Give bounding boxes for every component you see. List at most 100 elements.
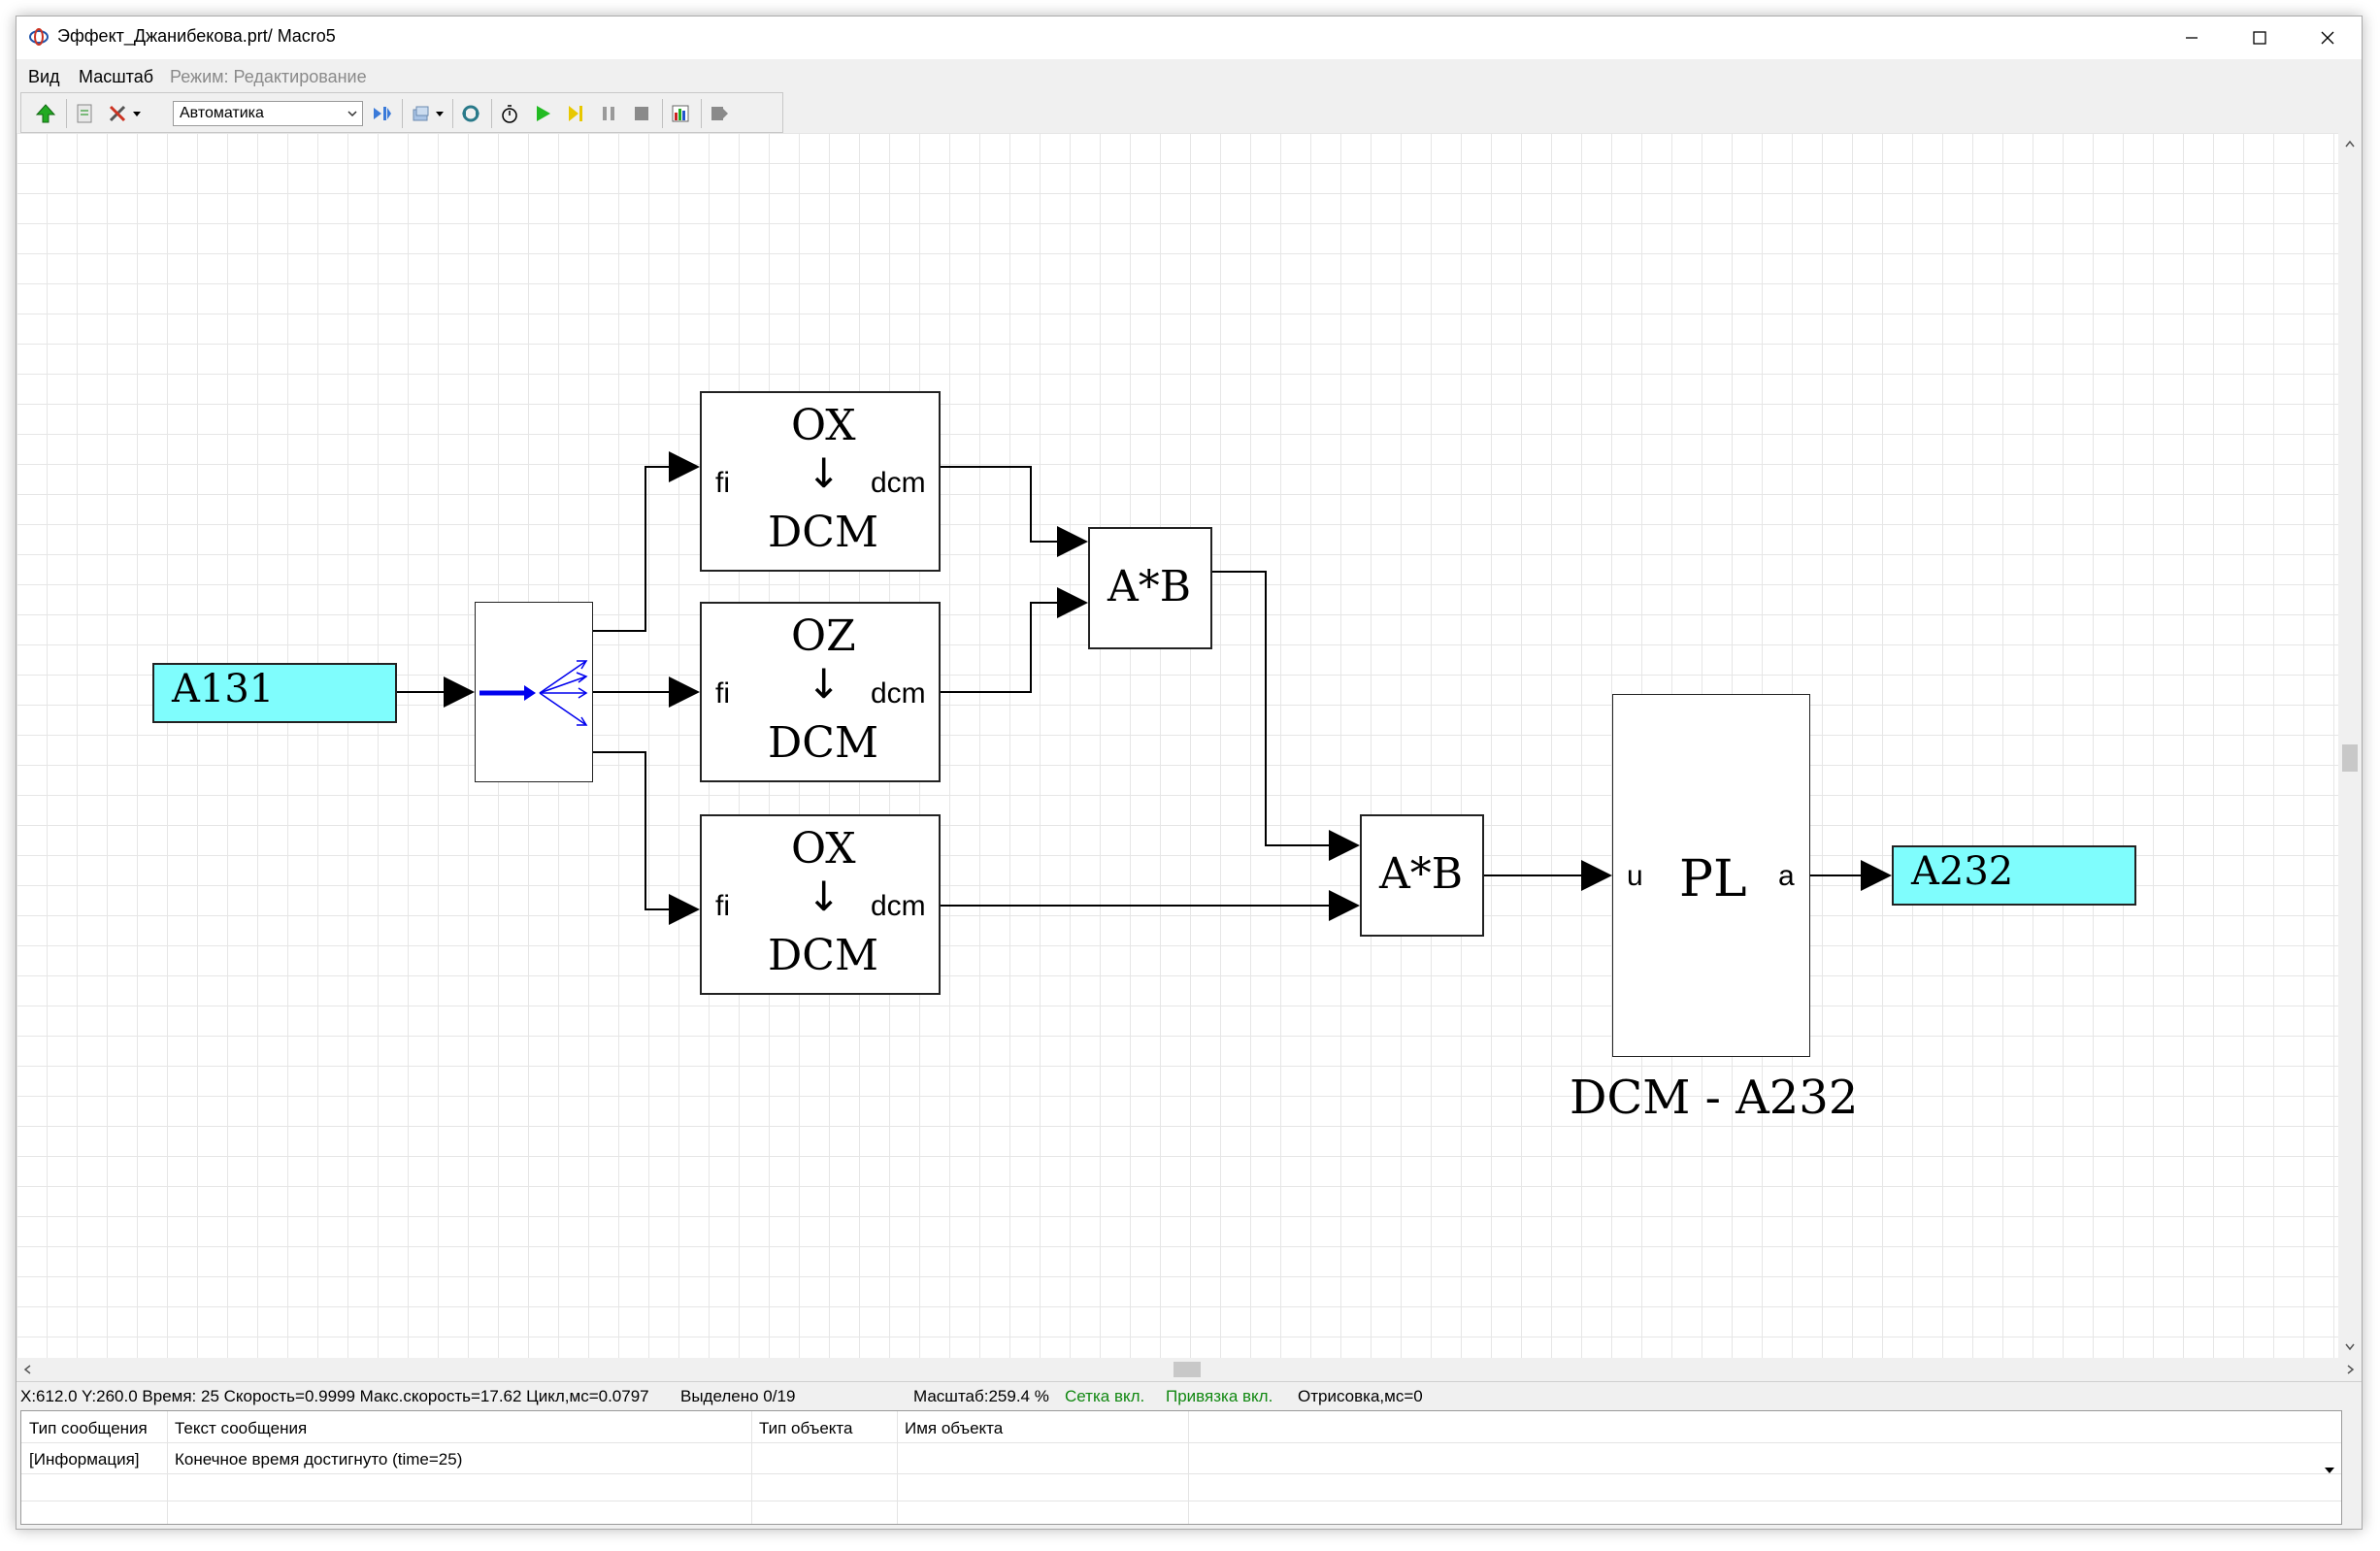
upload-button[interactable] (33, 101, 58, 126)
document-button[interactable] (72, 101, 97, 126)
scroll-left-icon[interactable] (22, 1364, 32, 1375)
vertical-scrollbar[interactable] (2338, 133, 2362, 1358)
scroll-down-icon[interactable] (2344, 1342, 2356, 1352)
app-window: Эффект_Джанибекова.prt/ Macro5 Вид Масшт… (16, 16, 2363, 1530)
step-to-button[interactable] (369, 101, 394, 126)
status-coords: X:612.0 Y:260.0 Время: 25 Скорость=0.999… (20, 1387, 649, 1405)
status-snap[interactable]: Привязка вкл. (1166, 1387, 1273, 1405)
horizontal-scroll-thumb[interactable] (1173, 1362, 1201, 1377)
converter-block-oz[interactable]: OZ ↓ DCM fi dcm (700, 602, 941, 782)
title-bar: Эффект_Джанибекова.prt/ Macro5 (17, 16, 2362, 59)
solver-select[interactable]: Автоматика (173, 101, 363, 126)
status-render: Отрисовка,мс=0 (1298, 1387, 1423, 1405)
arrow-head (669, 676, 700, 708)
status-grid[interactable]: Сетка вкл. (1065, 1387, 1145, 1405)
document-icon (77, 104, 92, 123)
chevron-down-icon (133, 112, 141, 116)
stop-button[interactable] (629, 101, 654, 126)
vertical-scroll-thumb[interactable] (2342, 744, 2358, 772)
down-arrow-icon: ↓ (807, 449, 842, 497)
minimize-icon (2186, 37, 2198, 39)
converter-block-ox-2[interactable]: OX ↓ DCM fi dcm (700, 814, 941, 995)
converter-bottom-label: DCM (768, 931, 878, 980)
column-header-message-type[interactable]: Тип сообщения (29, 1419, 148, 1437)
arrow-head (444, 676, 475, 708)
arrow-head (1581, 860, 1612, 891)
column-header-object-name[interactable]: Имя объекта (905, 1419, 1004, 1437)
tools-icon (109, 105, 126, 122)
layers-button[interactable] (408, 101, 433, 126)
message-panel: Тип сообщения Текст сообщения Тип объект… (20, 1410, 2342, 1525)
timer-button[interactable] (497, 101, 522, 126)
multiplier-label: A*B (1379, 849, 1464, 899)
scroll-right-icon[interactable] (2346, 1364, 2356, 1375)
play-icon (537, 106, 550, 121)
pl-block[interactable]: PL u a (1612, 694, 1810, 1057)
output-block-a232[interactable]: A232 (1892, 845, 2136, 906)
stopwatch-icon (502, 105, 517, 123)
export-button[interactable] (707, 101, 732, 126)
port-fi: fi (715, 677, 730, 710)
port-fi: fi (715, 890, 730, 922)
converter-bottom-label: DCM (768, 508, 878, 557)
panel-scroll-down-icon[interactable] (2324, 1466, 2335, 1475)
green-up-arrow-icon (35, 104, 56, 123)
step-blue-icon (374, 107, 391, 120)
pause-button[interactable] (596, 101, 621, 126)
tools-dropdown-button[interactable] (130, 101, 144, 126)
splitter-arrows-icon (479, 660, 588, 726)
output-block-label: A232 (1911, 849, 2014, 894)
maximize-icon (2253, 31, 2266, 45)
arrow-head (1057, 587, 1088, 618)
arrow-head (669, 451, 700, 482)
menu-scale[interactable]: Масштаб (79, 67, 154, 86)
horizontal-scrollbar[interactable] (17, 1358, 2362, 1381)
export-icon (711, 107, 728, 120)
input-block-a131[interactable]: A131 (152, 663, 397, 723)
tools-button[interactable] (105, 101, 130, 126)
converter-bottom-label: DCM (768, 718, 878, 768)
chart-button[interactable] (668, 101, 693, 126)
app-logo-icon (28, 26, 50, 48)
menu-bar: Вид Масштаб Режим: Редактирование (17, 59, 2362, 92)
port-dcm: dcm (871, 467, 926, 499)
diagram-canvas[interactable]: A131 OX ↓ DC (17, 133, 2338, 1358)
toolbar: Автоматика (20, 92, 783, 133)
sync-icon (462, 105, 479, 122)
message-row-type[interactable]: [Информация] (29, 1450, 140, 1468)
solver-select-value: Автоматика (180, 105, 264, 121)
pl-block-caption: DCM - A232 (1570, 1071, 1859, 1125)
menu-view[interactable]: Вид (28, 67, 60, 86)
port-u: u (1627, 860, 1643, 892)
step-button[interactable] (563, 101, 588, 126)
close-button[interactable] (2294, 16, 2362, 59)
message-row-text[interactable]: Конечное время достигнуто (time=25) (175, 1450, 463, 1468)
splitter-block[interactable] (475, 602, 593, 782)
status-selected: Выделено 0/19 (680, 1387, 796, 1405)
converter-top-label: OZ (791, 611, 856, 661)
window-title: Эффект_Джанибекова.prt/ Macro5 (57, 26, 336, 46)
down-arrow-icon: ↓ (807, 660, 842, 708)
status-zoom: Масштаб:259.4 % (913, 1387, 1049, 1405)
layers-icon (413, 106, 429, 121)
multiplier-block-1[interactable]: A*B (1088, 527, 1212, 649)
down-arrow-icon: ↓ (807, 873, 842, 920)
input-block-label: A131 (172, 667, 275, 711)
sync-button[interactable] (458, 101, 483, 126)
converter-block-ox-1[interactable]: OX ↓ DCM fi dcm (700, 391, 941, 572)
port-dcm: dcm (871, 677, 926, 710)
multiplier-block-2[interactable]: A*B (1360, 814, 1484, 937)
chevron-down-icon (347, 111, 357, 117)
scroll-up-icon[interactable] (2344, 139, 2356, 148)
run-button[interactable] (530, 101, 555, 126)
column-header-message-text[interactable]: Текст сообщения (175, 1419, 308, 1437)
connection-wires (397, 451, 1892, 925)
stop-icon (635, 107, 648, 120)
maximize-button[interactable] (2226, 16, 2294, 59)
column-header-object-type[interactable]: Тип объекта (759, 1419, 853, 1437)
converter-top-label: OX (791, 401, 856, 450)
minimize-button[interactable] (2158, 16, 2226, 59)
pause-icon (603, 107, 614, 120)
pl-label: PL (1679, 850, 1747, 908)
layers-dropdown-button[interactable] (433, 101, 446, 126)
